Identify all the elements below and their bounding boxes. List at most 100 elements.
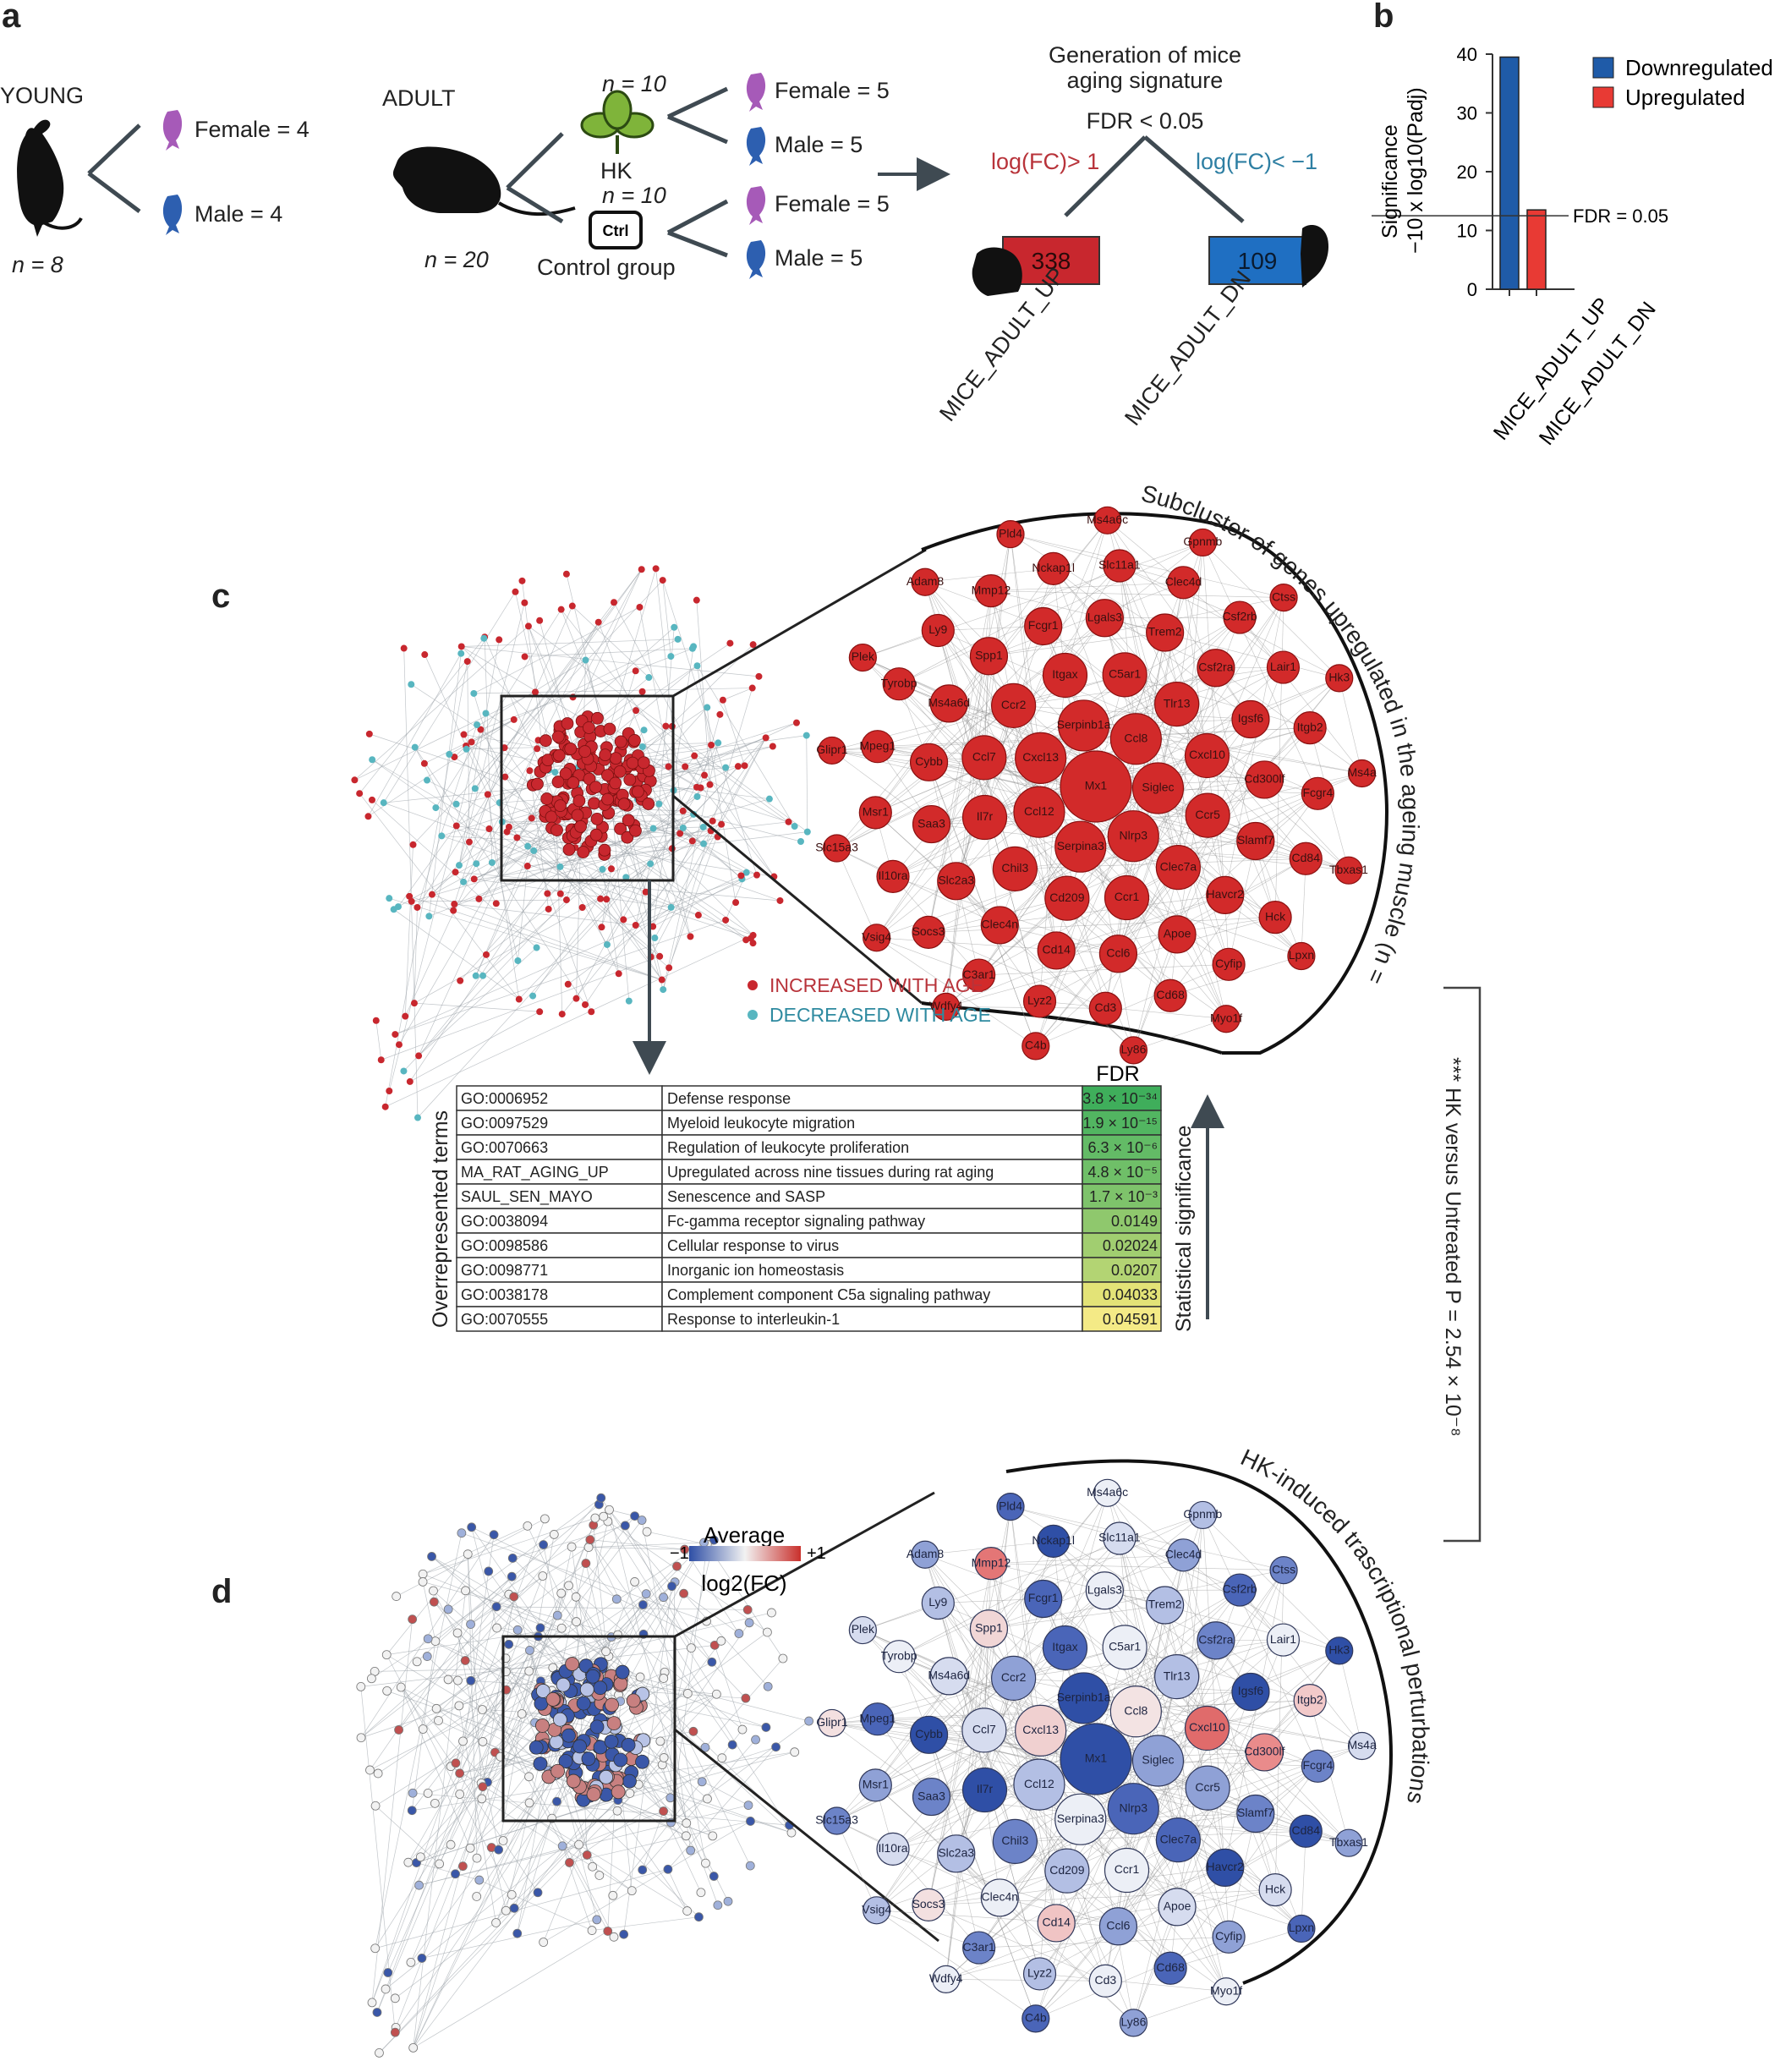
gene-label: Clec4n [982,1890,1019,1904]
gene-node-slc11a1 [1103,549,1136,583]
gene-node-il10ra [876,859,910,893]
gene-node-ccl7 [961,735,1007,781]
young-mouse-icon [17,119,83,237]
go-fdr: 4.8 × 10⁻⁵ [1087,1164,1158,1181]
gene-node-ms4a6d [929,684,968,723]
gene-node-ly86 [1119,2009,1148,2037]
gene-label: Plek [852,1622,875,1636]
dn-count-box [1208,236,1306,285]
network-d-zoom-lines [674,1491,939,1943]
gene-node-ccr5 [1185,792,1230,838]
gene-label: Ccr1 [1115,1862,1140,1876]
fdr-cell [1082,1159,1162,1185]
gene-node-cyfip [1212,1920,1246,1954]
gene-label: Ms4a6d [928,1669,970,1682]
gene-node-itgax [1042,652,1088,699]
gene-node-hck [1258,901,1292,935]
gene-label: Lpxn [1289,1921,1314,1934]
gene-label: C3ar1 [963,967,995,981]
gene-node-csf2ra [1197,649,1235,688]
signature-fdr: FDR < 0.05 [1087,108,1204,134]
go-id: GO:0097529 [461,1115,548,1132]
panel-label-a: a [2,0,21,35]
gene-label: Gpnmb [1183,534,1222,548]
gene-node-ccl8 [1109,713,1162,765]
gene-node-ccl12 [1013,1758,1065,1811]
gene-label: Nlrp3 [1120,828,1148,841]
gene-label: Ccl8 [1124,731,1147,744]
gene-label: Ccl12 [1024,1777,1054,1790]
gene-node-fcgr1 [1024,606,1063,646]
gene-node-cd300lf [1245,760,1284,799]
gene-label: Cd14 [1042,1916,1071,1929]
gene-label: Ccr5 [1195,808,1220,821]
gene-node-pld4 [996,1493,1025,1521]
gene-node-c3ar1 [962,958,996,992]
gene-node-adam8 [911,567,939,596]
gene-node-il7r [961,794,1008,841]
gene-label: Hck [1265,909,1286,923]
bracket-label: *** HK versus Untreated P = 2.54 × 10⁻⁸ [1441,1057,1465,1437]
fc-legend-unit: log2(FC) [701,1570,786,1596]
young-male-icon [162,195,183,235]
gene-node-csf2rb [1223,1573,1257,1607]
gene-node-msr1 [858,1768,892,1802]
gene-node-hk3 [1325,1636,1354,1665]
gene-node-igsf6 [1231,1672,1270,1712]
gene-label: Tlr13 [1164,696,1191,710]
gene-label: Gpnmb [1183,1507,1222,1521]
gene-label: Cxcl13 [1022,1723,1059,1736]
gene-node-ctss [1269,1555,1298,1585]
gene-label: Ccr2 [1001,1670,1027,1684]
gene-label: Lair1 [1270,660,1296,673]
panel-b: b 010203040MICE_ADULT_UPMICE_ADULT_DNFDR… [1372,0,1773,450]
go-fdr: 0.04591 [1103,1311,1158,1328]
gene-node-tbxas1 [1334,856,1363,885]
up-mouse-icon [972,247,1022,296]
gene-node-fcgr1 [1024,1579,1063,1619]
gene-node-clec4d [1166,566,1201,600]
gene-label: Msr1 [863,805,889,819]
signature-title-2: aging signature [1067,68,1224,93]
gene-label: Siglec [1142,1753,1174,1767]
gene-node-clec4n [980,906,1019,945]
gene-label: Cd84 [1292,851,1321,864]
gene-node-havcr2 [1206,875,1245,914]
gene-node-csf2rb [1223,600,1257,634]
gene-label: Il7r [977,1782,994,1795]
go-id: GO:0038094 [461,1213,548,1230]
gene-node-ms4a [1348,1731,1377,1761]
go-term: Cellular response to virus [667,1237,839,1254]
adult-split-arrows [506,132,564,224]
gene-label: Serpina3 [1057,1812,1104,1825]
y-tick-label: 20 [1457,162,1477,183]
gene-node-clec4d [1166,1538,1201,1572]
gene-node-slc2a3 [937,862,976,901]
gene-node-igsf6 [1231,699,1270,739]
gene-label: Ly86 [1121,2015,1147,2029]
go-fdr: 0.02024 [1103,1237,1158,1254]
young-split-arrows [87,123,141,213]
gene-node-clec4n [980,1878,1019,1917]
gene-label: Trem2 [1148,625,1182,639]
gene-label: Mx1 [1085,779,1108,792]
gene-label: Ccl8 [1124,1703,1147,1717]
gene-node-tbxas1 [1334,1828,1363,1857]
gene-label: Slc2a3 [938,873,974,886]
up-count: 338 [1032,248,1071,274]
gene-label: Itgax [1052,667,1077,681]
gene-node-hk3 [1325,664,1354,693]
gene-label: Cybb [915,1727,943,1740]
gene-label: Ms4a6d [928,696,970,710]
gene-node-ms4a6c [1093,1478,1122,1507]
subcluster-d-outline [1005,1459,1394,1985]
fdr-header: FDR [1096,1062,1139,1086]
go-term: Senescence and SASP [667,1188,825,1205]
gene-node-spp1 [969,637,1009,676]
gene-node-msr1 [858,796,892,830]
go-fdr: 1.7 × 10⁻³ [1089,1188,1158,1205]
gene-label: Wdfy4 [929,999,963,1012]
young-female-icon [162,110,183,151]
gene-label: Myo1f [1210,1011,1242,1024]
